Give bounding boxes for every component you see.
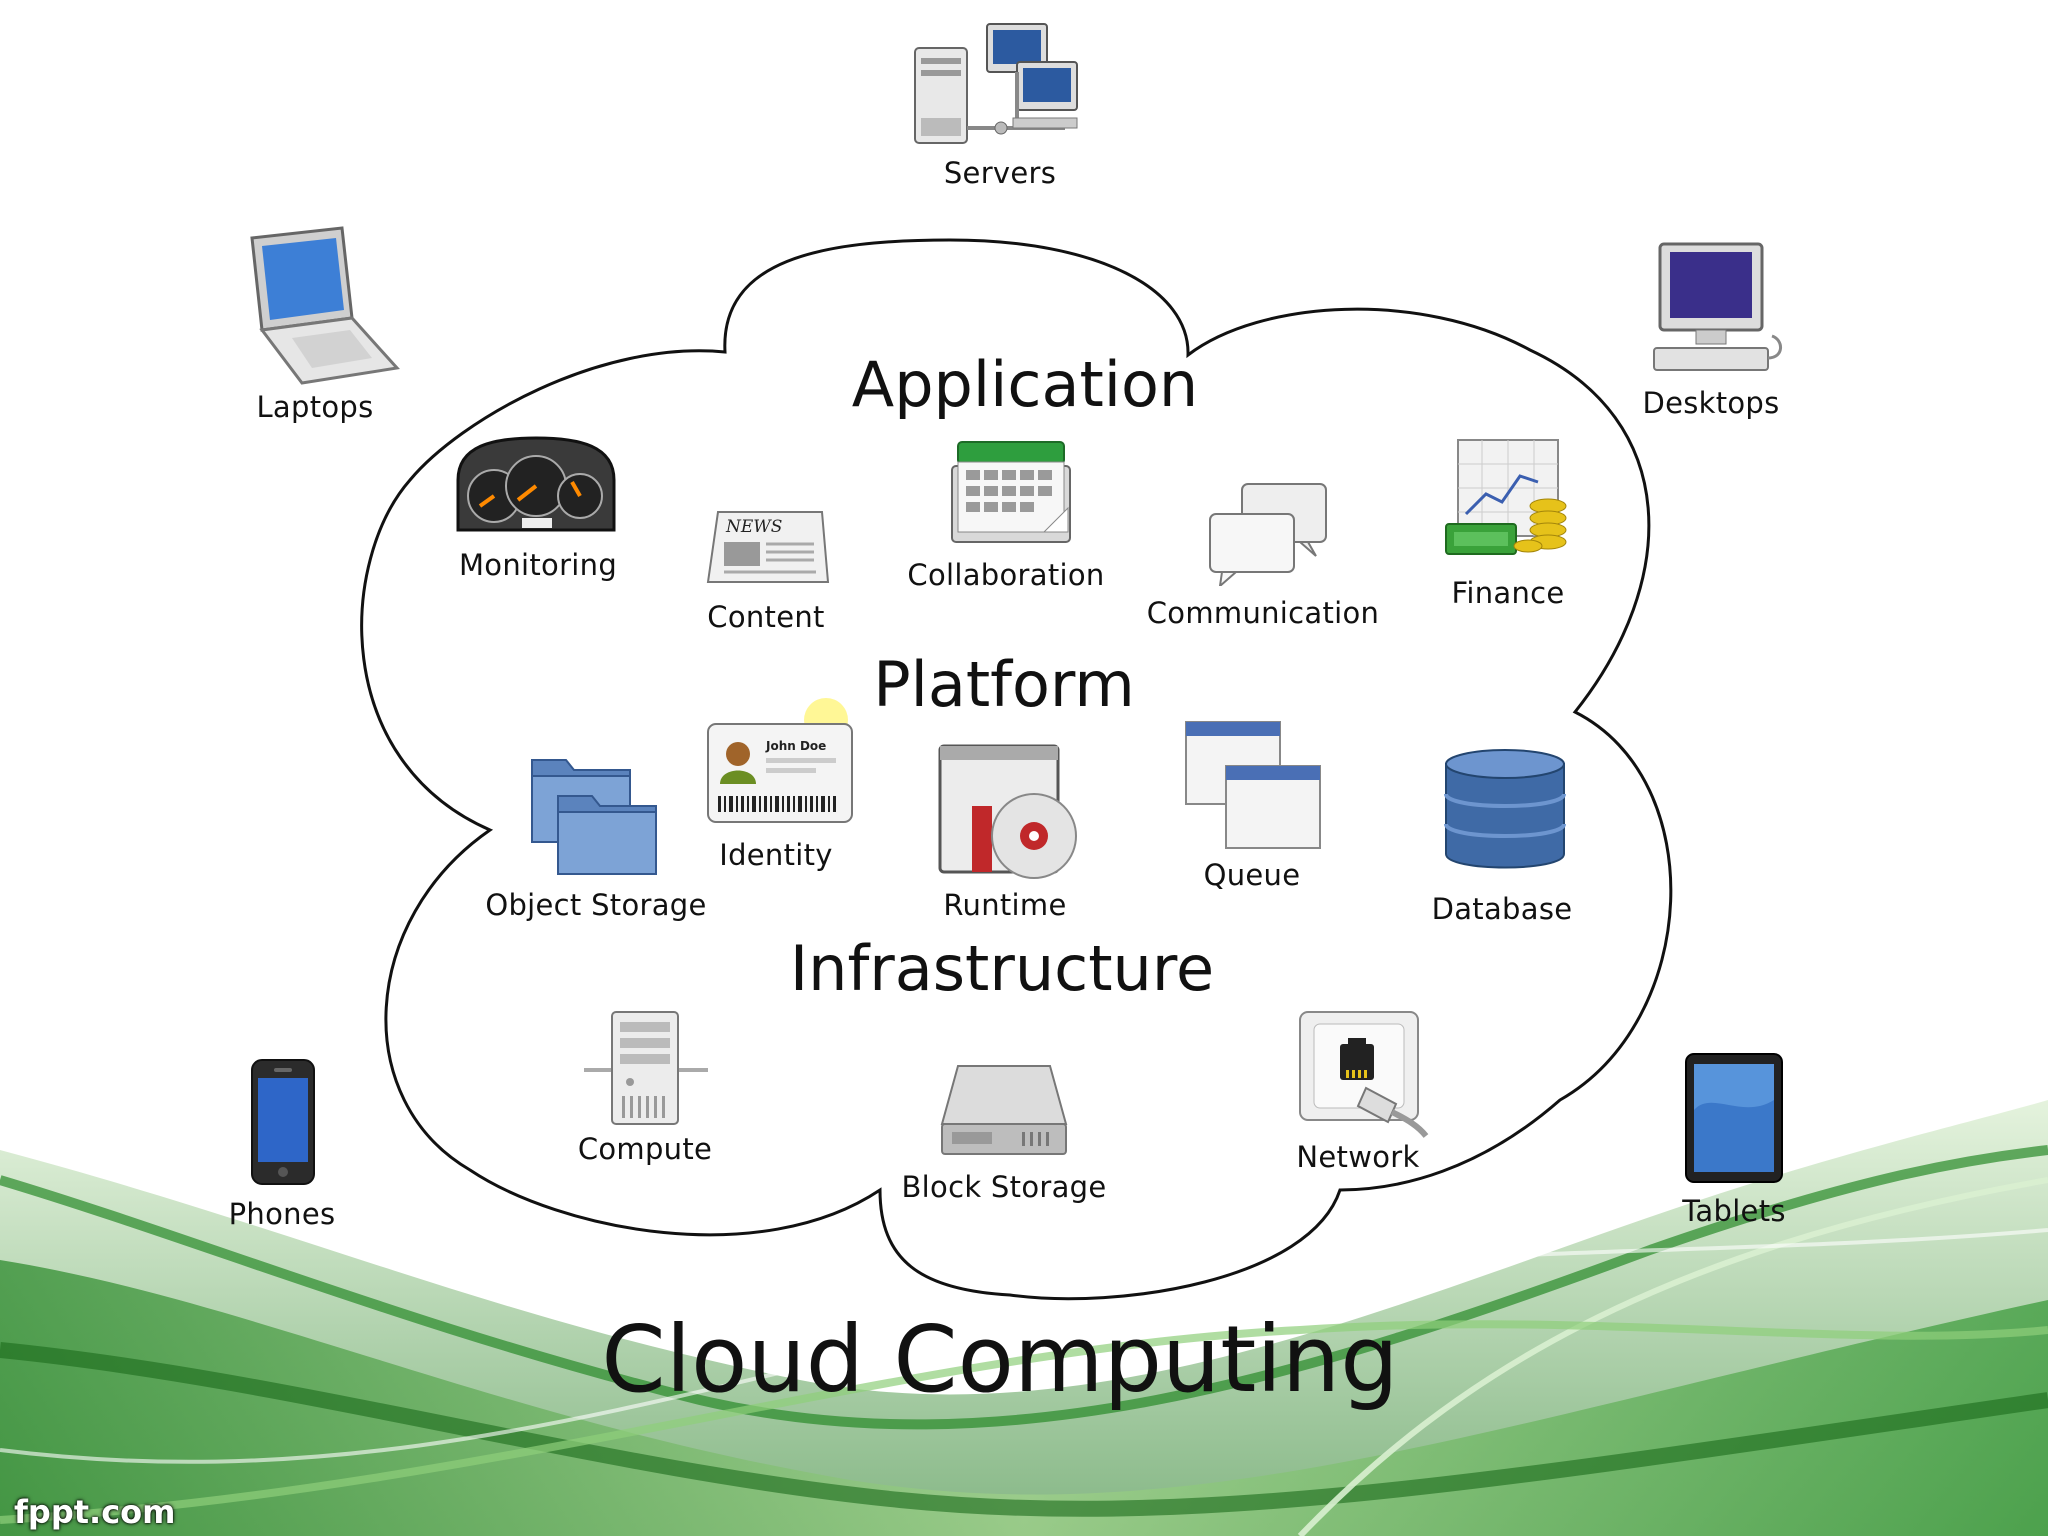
database-icon [1444, 749, 1566, 869]
runtime-label: Runtime [943, 888, 1067, 922]
application-heading: Application [851, 348, 1199, 421]
collaboration-label: Collaboration [907, 558, 1105, 592]
tablets-label: Tablets [1682, 1194, 1786, 1228]
communication-label: Communication [1146, 596, 1380, 630]
platform-heading: Platform [873, 648, 1135, 721]
laptops-label: Laptops [256, 390, 374, 424]
newspaper-masthead: NEWS [725, 517, 782, 537]
infrastructure-heading: Infrastructure [789, 932, 1215, 1005]
queue-windows-icon [1185, 721, 1321, 849]
database-label: Database [1431, 892, 1573, 926]
desktop-icon [1653, 242, 1782, 371]
queue-label: Queue [1203, 858, 1301, 892]
id-card-name: John Doe [765, 739, 826, 753]
desktops-label: Desktops [1642, 386, 1780, 420]
finance-chart-money-icon [1445, 439, 1567, 555]
servers-label: Servers [943, 156, 1057, 190]
network-label: Network [1296, 1140, 1420, 1174]
network-jack-icon [1299, 1011, 1429, 1138]
branding-logo-text: fppt.com [14, 1493, 176, 1531]
identity-label: Identity [719, 838, 833, 872]
newspaper-icon: NEWS [706, 511, 830, 583]
laptop-icon [250, 226, 400, 385]
folders-icon [531, 759, 657, 875]
id-card-icon: John Doe [707, 698, 853, 823]
phones-label: Phones [228, 1197, 336, 1231]
monitoring-dashboard-icon [456, 436, 616, 532]
content-label: Content [707, 600, 825, 634]
phone-icon [251, 1059, 315, 1185]
tablet-icon [1685, 1053, 1783, 1183]
object-storage-label: Object Storage [485, 888, 707, 922]
monitoring-label: Monitoring [458, 548, 618, 582]
runtime-package-disc-icon [938, 744, 1077, 879]
hard-drive-icon [940, 1065, 1068, 1155]
block-storage-label: Block Storage [901, 1170, 1107, 1204]
speech-bubbles-icon [1209, 483, 1327, 586]
compute-label: Compute [577, 1132, 713, 1166]
slide-title: Cloud Computing [601, 1306, 1399, 1413]
servers-icon [914, 23, 1078, 144]
compute-server-icon [584, 1011, 708, 1125]
calendar-icon [951, 441, 1071, 543]
finance-label: Finance [1451, 576, 1565, 610]
